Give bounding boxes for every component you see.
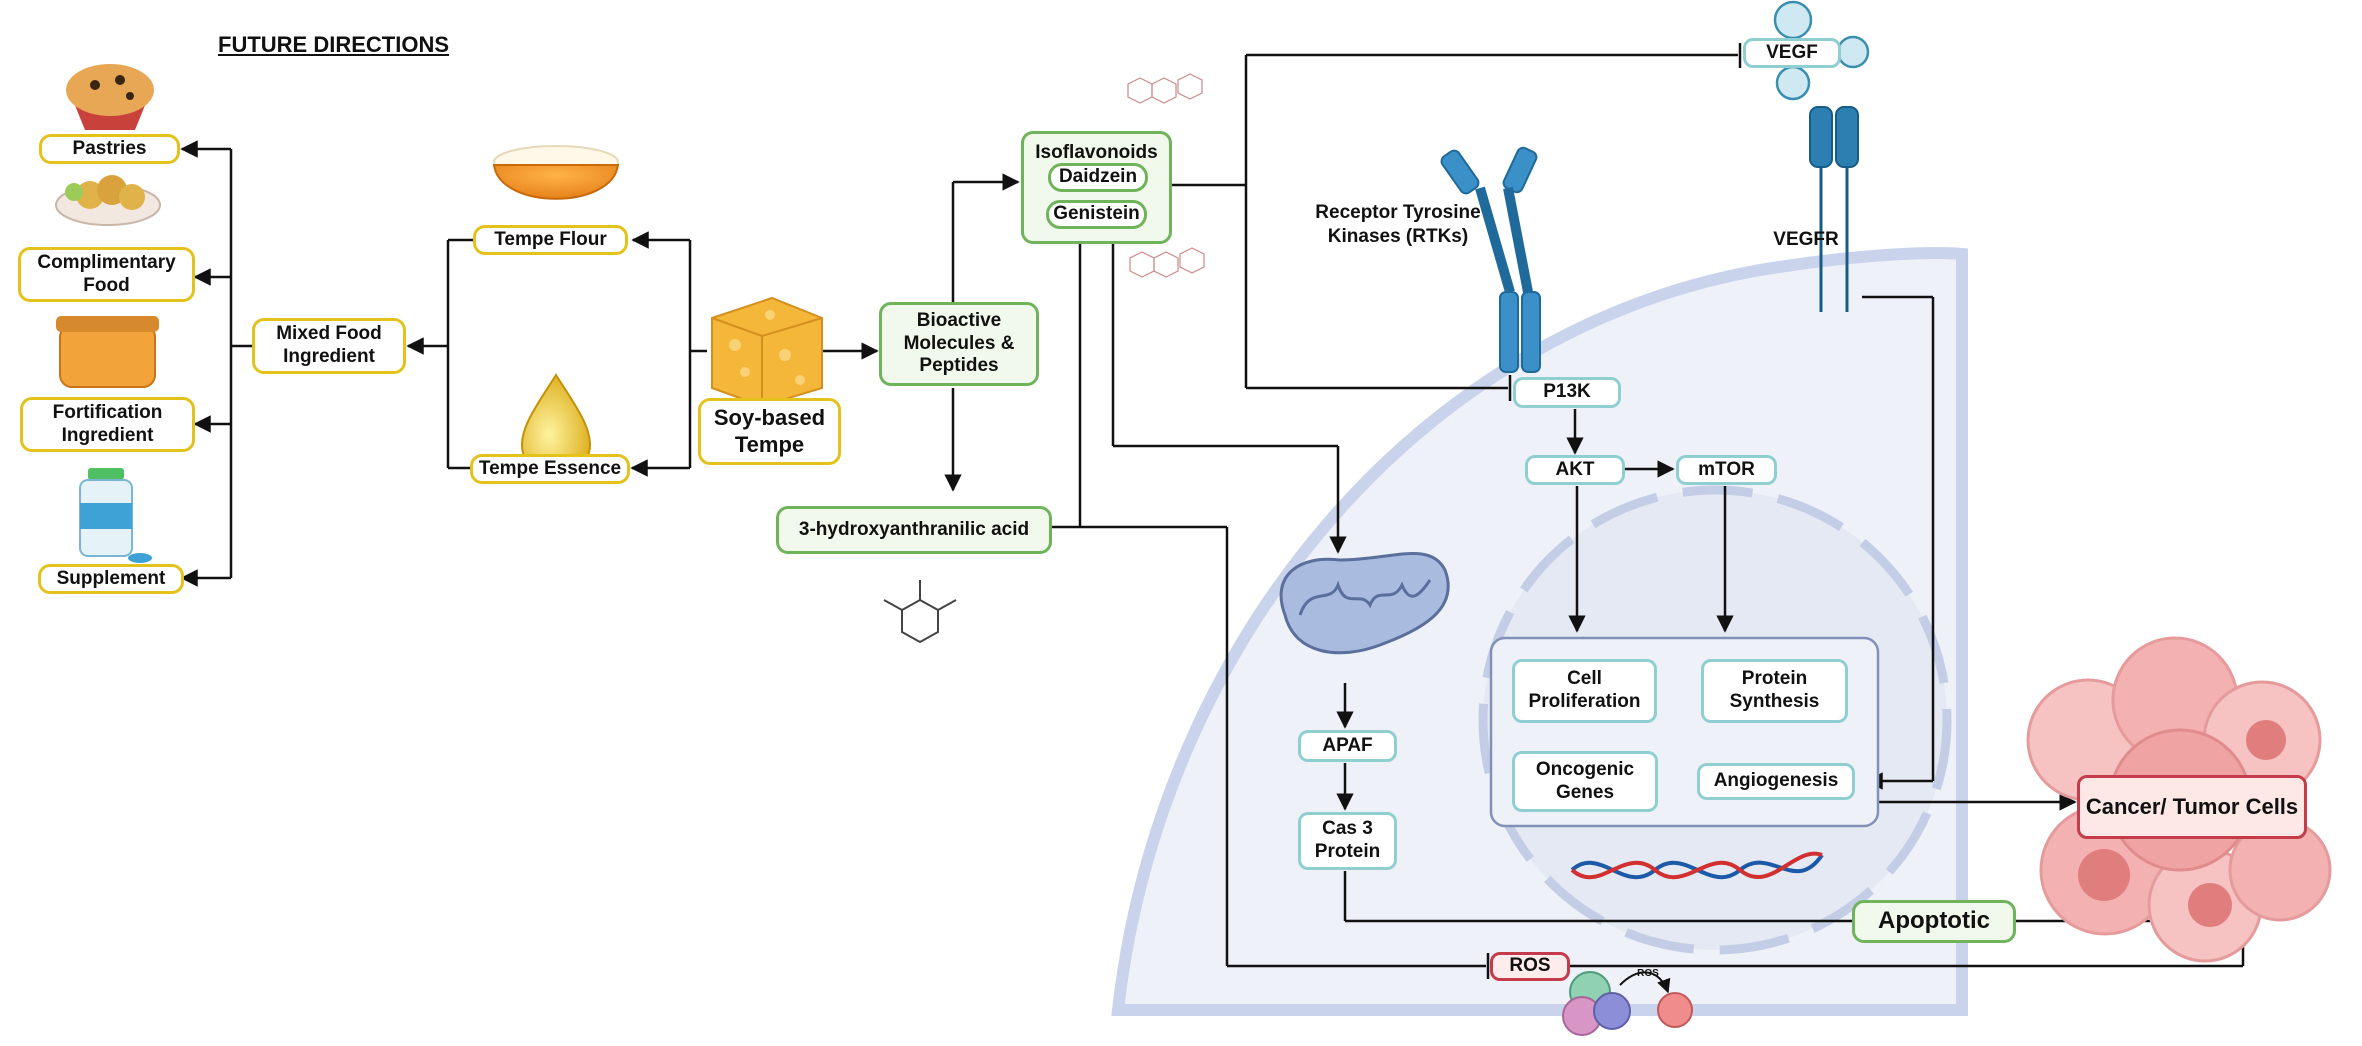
vegf-box: VEGF [1743, 38, 1841, 68]
complimentary-food-box: Complimentary Food [18, 247, 195, 302]
protein-synthesis-box: Protein Synthesis [1701, 659, 1848, 723]
muffin-icon [66, 64, 154, 130]
pastries-box: Pastries [39, 134, 180, 164]
hydroxyanthranilic-acid-box: 3-hydroxyanthranilic acid [776, 506, 1052, 554]
future-directions-title: FUTURE DIRECTIONS [218, 32, 449, 57]
mtor-box: mTOR [1676, 455, 1777, 485]
mitochondria-icon [1279, 551, 1450, 655]
genistein-structure-icon [1129, 247, 1205, 278]
pathway-connectors [1336, 295, 2252, 968]
genistein-box: Genistein [1046, 200, 1147, 229]
ros-small-label: ROS [1637, 968, 1659, 979]
flour-bowl-icon [492, 145, 620, 200]
tempe-block-icon [711, 296, 823, 408]
immune-cells-icon [1562, 971, 1693, 1036]
cancer-tumor-cells-box: Cancer/ Tumor Cells [2077, 775, 2307, 839]
angiogenesis-box: Angiogenesis [1697, 763, 1855, 800]
rtk-receptor-icon [1440, 146, 1541, 373]
tempe-essence-box: Tempe Essence [470, 454, 630, 484]
isoflavonoids-label: Isoflavonoids [1035, 142, 1158, 163]
supplement-bottle-icon [79, 468, 152, 563]
vegfr-receptor-icon [1809, 106, 1859, 312]
mixed-food-ingredient-box: Mixed Food Ingredient [252, 318, 406, 374]
ros-box: ROS [1490, 952, 1570, 981]
apaf-box: APAF [1298, 730, 1397, 762]
soy-based-tempe-box: Soy-based Tempe [698, 398, 841, 465]
akt-box: AKT [1525, 455, 1625, 485]
hydroxyanthranilic-structure-icon [883, 580, 957, 644]
jar-icon [56, 316, 159, 388]
tempe-flour-box: Tempe Flour [473, 225, 628, 255]
p13k-box: P13K [1513, 377, 1621, 408]
food-bowl-icon [55, 175, 161, 226]
cell-proliferation-box: Cell Proliferation [1512, 659, 1657, 723]
fortification-ingredient-box: Fortification Ingredient [20, 397, 195, 452]
dna-icon [1570, 851, 1824, 880]
oncogenic-genes-box: Oncogenic Genes [1512, 751, 1658, 812]
supplement-box: Supplement [38, 564, 184, 594]
rtk-label: Receptor Tyrosine Kinases (RTKs) [1315, 202, 1481, 247]
vegfr-label: VEGFR [1773, 229, 1839, 250]
bioactive-molecules-box: Bioactive Molecules & Peptides [879, 302, 1039, 386]
apoptotic-box: Apoptotic [1852, 900, 2016, 943]
future-connectors [180, 140, 707, 587]
compound-connectors [822, 43, 1742, 979]
daidzein-box: Daidzein [1048, 163, 1148, 192]
cas3-protein-box: Cas 3 Protein [1298, 812, 1397, 870]
isoflavone-structure-icon [1127, 73, 1203, 104]
